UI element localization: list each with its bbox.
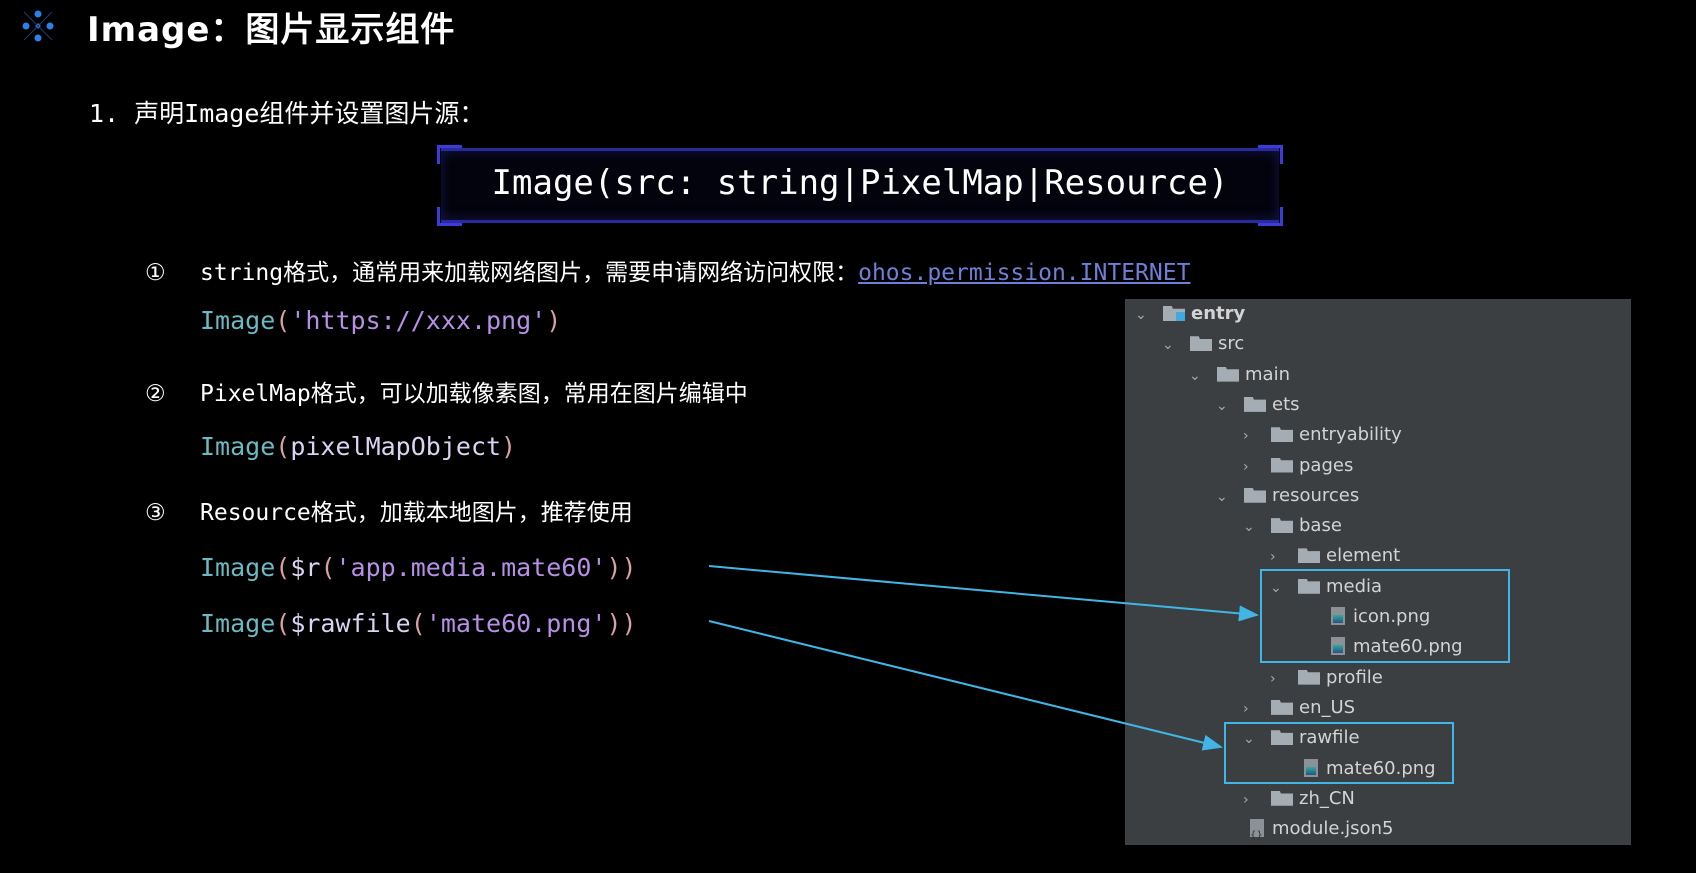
folder-icon [1271,790,1293,806]
tree-item-label: element [1326,545,1401,567]
image-file-icon [1331,637,1345,656]
tree-item-label: en_US [1299,696,1356,718]
page-title: Image：图片显示组件 [87,10,456,50]
json-file-icon [1250,819,1264,851]
tree-item[interactable]: › element [1270,541,1400,571]
tree-item-label: resources [1272,484,1360,506]
tree-item[interactable]: ⌄ src [1162,329,1244,359]
item-number: ③ [145,500,166,526]
folder-icon [1217,366,1239,382]
code-resource-r: Image($r('app.media.mate60')) [200,553,637,582]
tree-item-label: pages [1299,454,1354,476]
tree-item[interactable]: ⌄ base [1243,511,1342,541]
folder-icon [1244,396,1266,412]
signature-box: Image(src: string|PixelMap|Resource) [437,145,1283,226]
folder-icon [1271,518,1293,534]
tree-item[interactable]: › pages [1243,451,1353,481]
chevron-down-icon[interactable]: ⌄ [1243,731,1255,748]
chevron-down-icon[interactable]: ⌄ [1216,397,1228,414]
chevron-right-icon[interactable]: › [1243,458,1249,475]
tree-item[interactable]: › entryability [1243,420,1402,450]
tree-item[interactable]: ⌄ main [1189,360,1290,390]
tree-item[interactable]: module.json5 [1216,814,1394,851]
item-resource: ③ Resource格式，加载本地图片，推荐使用 [145,493,633,527]
tree-item-label: src [1218,333,1245,355]
tree-item[interactable]: ⌄ resources [1216,481,1359,511]
tree-item[interactable]: › zh_CN [1243,784,1355,814]
tree-item-label: entryability [1299,424,1402,446]
tree-item[interactable]: icon.png [1297,602,1430,632]
tree-item[interactable]: ⌄ entry [1135,299,1245,329]
item-string: ① string格式，通常用来加载网络图片，需要申请网络访问权限：ohos.per… [145,253,1190,287]
chevron-down-icon[interactable]: ⌄ [1162,337,1174,354]
folder-icon [1271,699,1293,715]
chevron-right-icon[interactable]: › [1243,428,1249,445]
tree-item-label: ets [1272,393,1300,415]
project-tree-panel: ⌄ entry ⌄ src ⌄ main ⌄ ets › entryability › pages ⌄ r… [1125,299,1631,851]
folder-icon [1298,669,1320,685]
signature-text: Image(src: string|PixelMap|Resource) [491,163,1229,203]
media-highlight-box [1260,569,1510,663]
item-text: PixelMap格式，可以加载像素图，常用在图片编辑中 [200,381,748,407]
code-pixelmap: Image(pixelMapObject) [200,432,517,461]
permission-link[interactable]: ohos.permission.INTERNET [858,260,1191,286]
chevron-right-icon[interactable]: › [1243,700,1249,717]
arrow-to-rawfile [708,620,1223,751]
code-resource-rawfile: Image($rawfile('mate60.png')) [200,609,637,638]
tree-item-label: zh_CN [1299,787,1355,809]
tree-item-label: base [1299,515,1342,537]
item-number: ② [145,381,166,407]
tree-item[interactable]: ⌄ media [1270,572,1382,602]
item-number: ① [145,260,166,286]
chevron-down-icon[interactable]: ⌄ [1189,367,1201,384]
folder-icon [1271,730,1293,746]
tree-item[interactable]: mate60.png [1270,754,1436,784]
folder-icon [1244,487,1266,503]
tree-item[interactable]: ⌄ rawfile [1243,723,1360,753]
tree-item-label: entry [1191,303,1246,324]
tree-item[interactable]: › en_US [1243,693,1355,723]
code-string: Image('https://xxx.png') [200,306,562,335]
folder-icon [1271,427,1293,443]
step-heading: 1. 声明Image组件并设置图片源： [89,99,485,128]
tree-item[interactable]: ⌄ ets [1216,390,1300,420]
tree-item-label: mate60.png [1353,636,1463,658]
module-folder-icon [1163,306,1185,321]
item-text: Resource格式，加载本地图片，推荐使用 [200,500,633,526]
tree-item-label: media [1326,575,1383,597]
chevron-down-icon[interactable]: ⌄ [1135,307,1147,323]
chevron-down-icon[interactable]: ⌄ [1243,519,1255,536]
folder-icon [1190,336,1212,352]
tree-item-label: rawfile [1299,727,1360,749]
image-file-icon [1304,758,1318,777]
sparkle-logo-icon [18,6,58,46]
chevron-right-icon[interactable]: › [1270,670,1276,687]
tree-item-label: main [1245,363,1290,385]
tree-item-label: profile [1326,666,1383,688]
tree-item[interactable]: mate60.png [1297,632,1463,662]
chevron-right-icon[interactable]: › [1270,549,1276,566]
rawfile-highlight-box [1224,722,1454,784]
folder-icon [1298,578,1320,594]
chevron-right-icon[interactable]: › [1243,791,1249,808]
tree-item-label: mate60.png [1326,757,1436,779]
arrow-to-media [708,565,1259,622]
tree-item-label: icon.png [1353,606,1431,627]
image-file-icon [1331,607,1345,625]
tree-item-label: module.json5 [1272,818,1394,840]
tree-item[interactable]: › profile [1270,663,1383,693]
chevron-down-icon[interactable]: ⌄ [1216,488,1228,505]
chevron-down-icon[interactable]: ⌄ [1270,579,1282,596]
folder-icon [1298,548,1320,564]
item-text: string格式，通常用来加载网络图片，需要申请网络访问权限： [200,260,859,286]
folder-icon [1271,457,1293,473]
item-pixelmap: ② PixelMap格式，可以加载像素图，常用在图片编辑中 [145,374,748,408]
